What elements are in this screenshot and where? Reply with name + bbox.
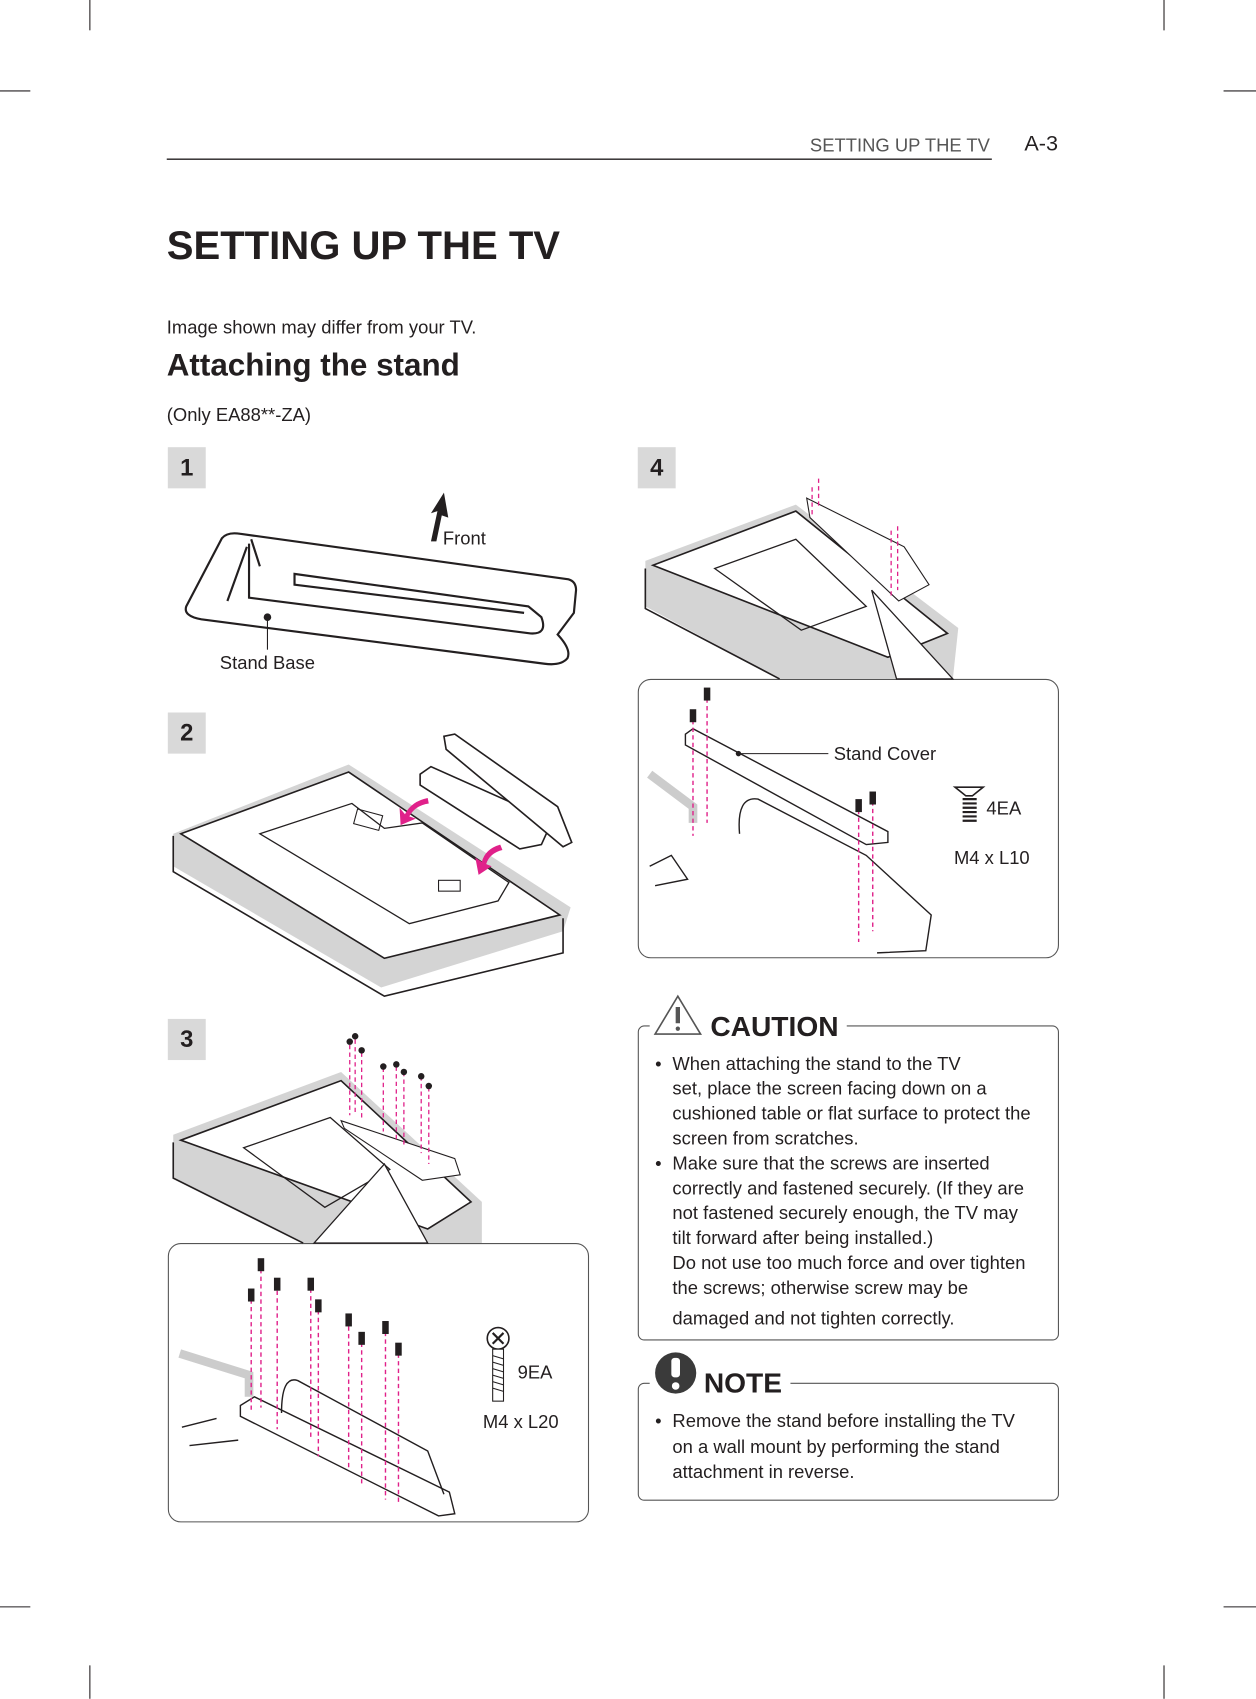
caution-line: tilt forward after being installed.) bbox=[672, 1227, 934, 1249]
tv-back-illustration-step-4 bbox=[644, 497, 959, 680]
caution-line: Do not use too much force and over tight… bbox=[672, 1252, 1026, 1274]
stand-cover-label: Stand Cover bbox=[833, 743, 937, 765]
caution-line: screen from scratches. bbox=[672, 1128, 859, 1149]
stand-detail-step-3 bbox=[178, 1349, 456, 1517]
step-3-screw-count: 9EA bbox=[517, 1362, 553, 1383]
note-info-icon bbox=[649, 1351, 704, 1401]
header-section: SETTING UP THE TV bbox=[809, 135, 990, 156]
tv-back-illustration-step-3 bbox=[172, 1071, 482, 1244]
screw-icons-step-4-detail bbox=[689, 687, 876, 813]
stand-base-illustration bbox=[184, 532, 578, 666]
front-arrow-icon bbox=[430, 492, 449, 542]
caution-line: the screws; otherwise screw may be bbox=[672, 1277, 969, 1299]
screw-icons-step-3 bbox=[346, 1032, 433, 1090]
screw-m4-l20-icon bbox=[486, 1326, 510, 1402]
screw-guides-step-4-detail bbox=[692, 698, 874, 943]
caution-line: When attaching the stand to the TV bbox=[655, 1054, 961, 1076]
step-4-badge: 4 bbox=[637, 447, 676, 489]
step-4-screw-count: 4EA bbox=[986, 798, 1022, 819]
attach-arrow-icon bbox=[399, 798, 503, 875]
caution-line: correctly and fastened securely. (If the… bbox=[672, 1178, 1025, 1199]
caution-box bbox=[637, 1025, 1059, 1341]
step-4-screw-size: M4 x L10 bbox=[953, 847, 1030, 869]
tv-back-illustration-step-2 bbox=[172, 764, 571, 998]
step-2-badge: 2 bbox=[167, 712, 206, 754]
caution-line: damaged and not tighten correctly. bbox=[672, 1308, 955, 1329]
caution-line: Make sure that the screws are inserted bbox=[655, 1153, 989, 1175]
caution-line: set, place the screen facing down on a bbox=[672, 1078, 987, 1100]
note-line: on a wall mount by performing the stand bbox=[672, 1436, 1000, 1458]
caution-line: not fastened securely enough, the TV may bbox=[672, 1202, 1018, 1224]
disclaimer: Image shown may differ from your TV. bbox=[166, 317, 477, 338]
step-4-detail-box bbox=[637, 678, 1059, 959]
caution-line: cushioned table or flat surface to prote… bbox=[672, 1103, 1031, 1124]
screw-m4-l10-icon bbox=[952, 786, 986, 822]
section-heading: Attaching the stand bbox=[166, 348, 460, 384]
front-label: Front bbox=[442, 528, 486, 549]
page-title: SETTING UP THE TV bbox=[166, 223, 561, 268]
screw-icons-step-3-detail bbox=[247, 1258, 402, 1356]
model-note: (Only EA88**-ZA) bbox=[166, 404, 311, 426]
step-1-badge: 1 bbox=[167, 447, 206, 489]
page-number: A-3 bbox=[1024, 132, 1059, 156]
step-3-screw-size: M4 x L20 bbox=[482, 1411, 559, 1433]
stand-illustration-step-2 bbox=[419, 733, 573, 850]
note-line: Remove the stand before installing the T… bbox=[655, 1411, 1015, 1433]
caution-heading: CAUTION bbox=[705, 1010, 848, 1044]
stand-base-label: Stand Base bbox=[219, 652, 315, 674]
caution-warning-icon bbox=[649, 990, 710, 1040]
note-heading: NOTE bbox=[699, 1366, 791, 1401]
note-box bbox=[637, 1382, 1059, 1501]
step-3-badge: 3 bbox=[167, 1018, 206, 1061]
note-line: attachment in reverse. bbox=[672, 1461, 855, 1483]
